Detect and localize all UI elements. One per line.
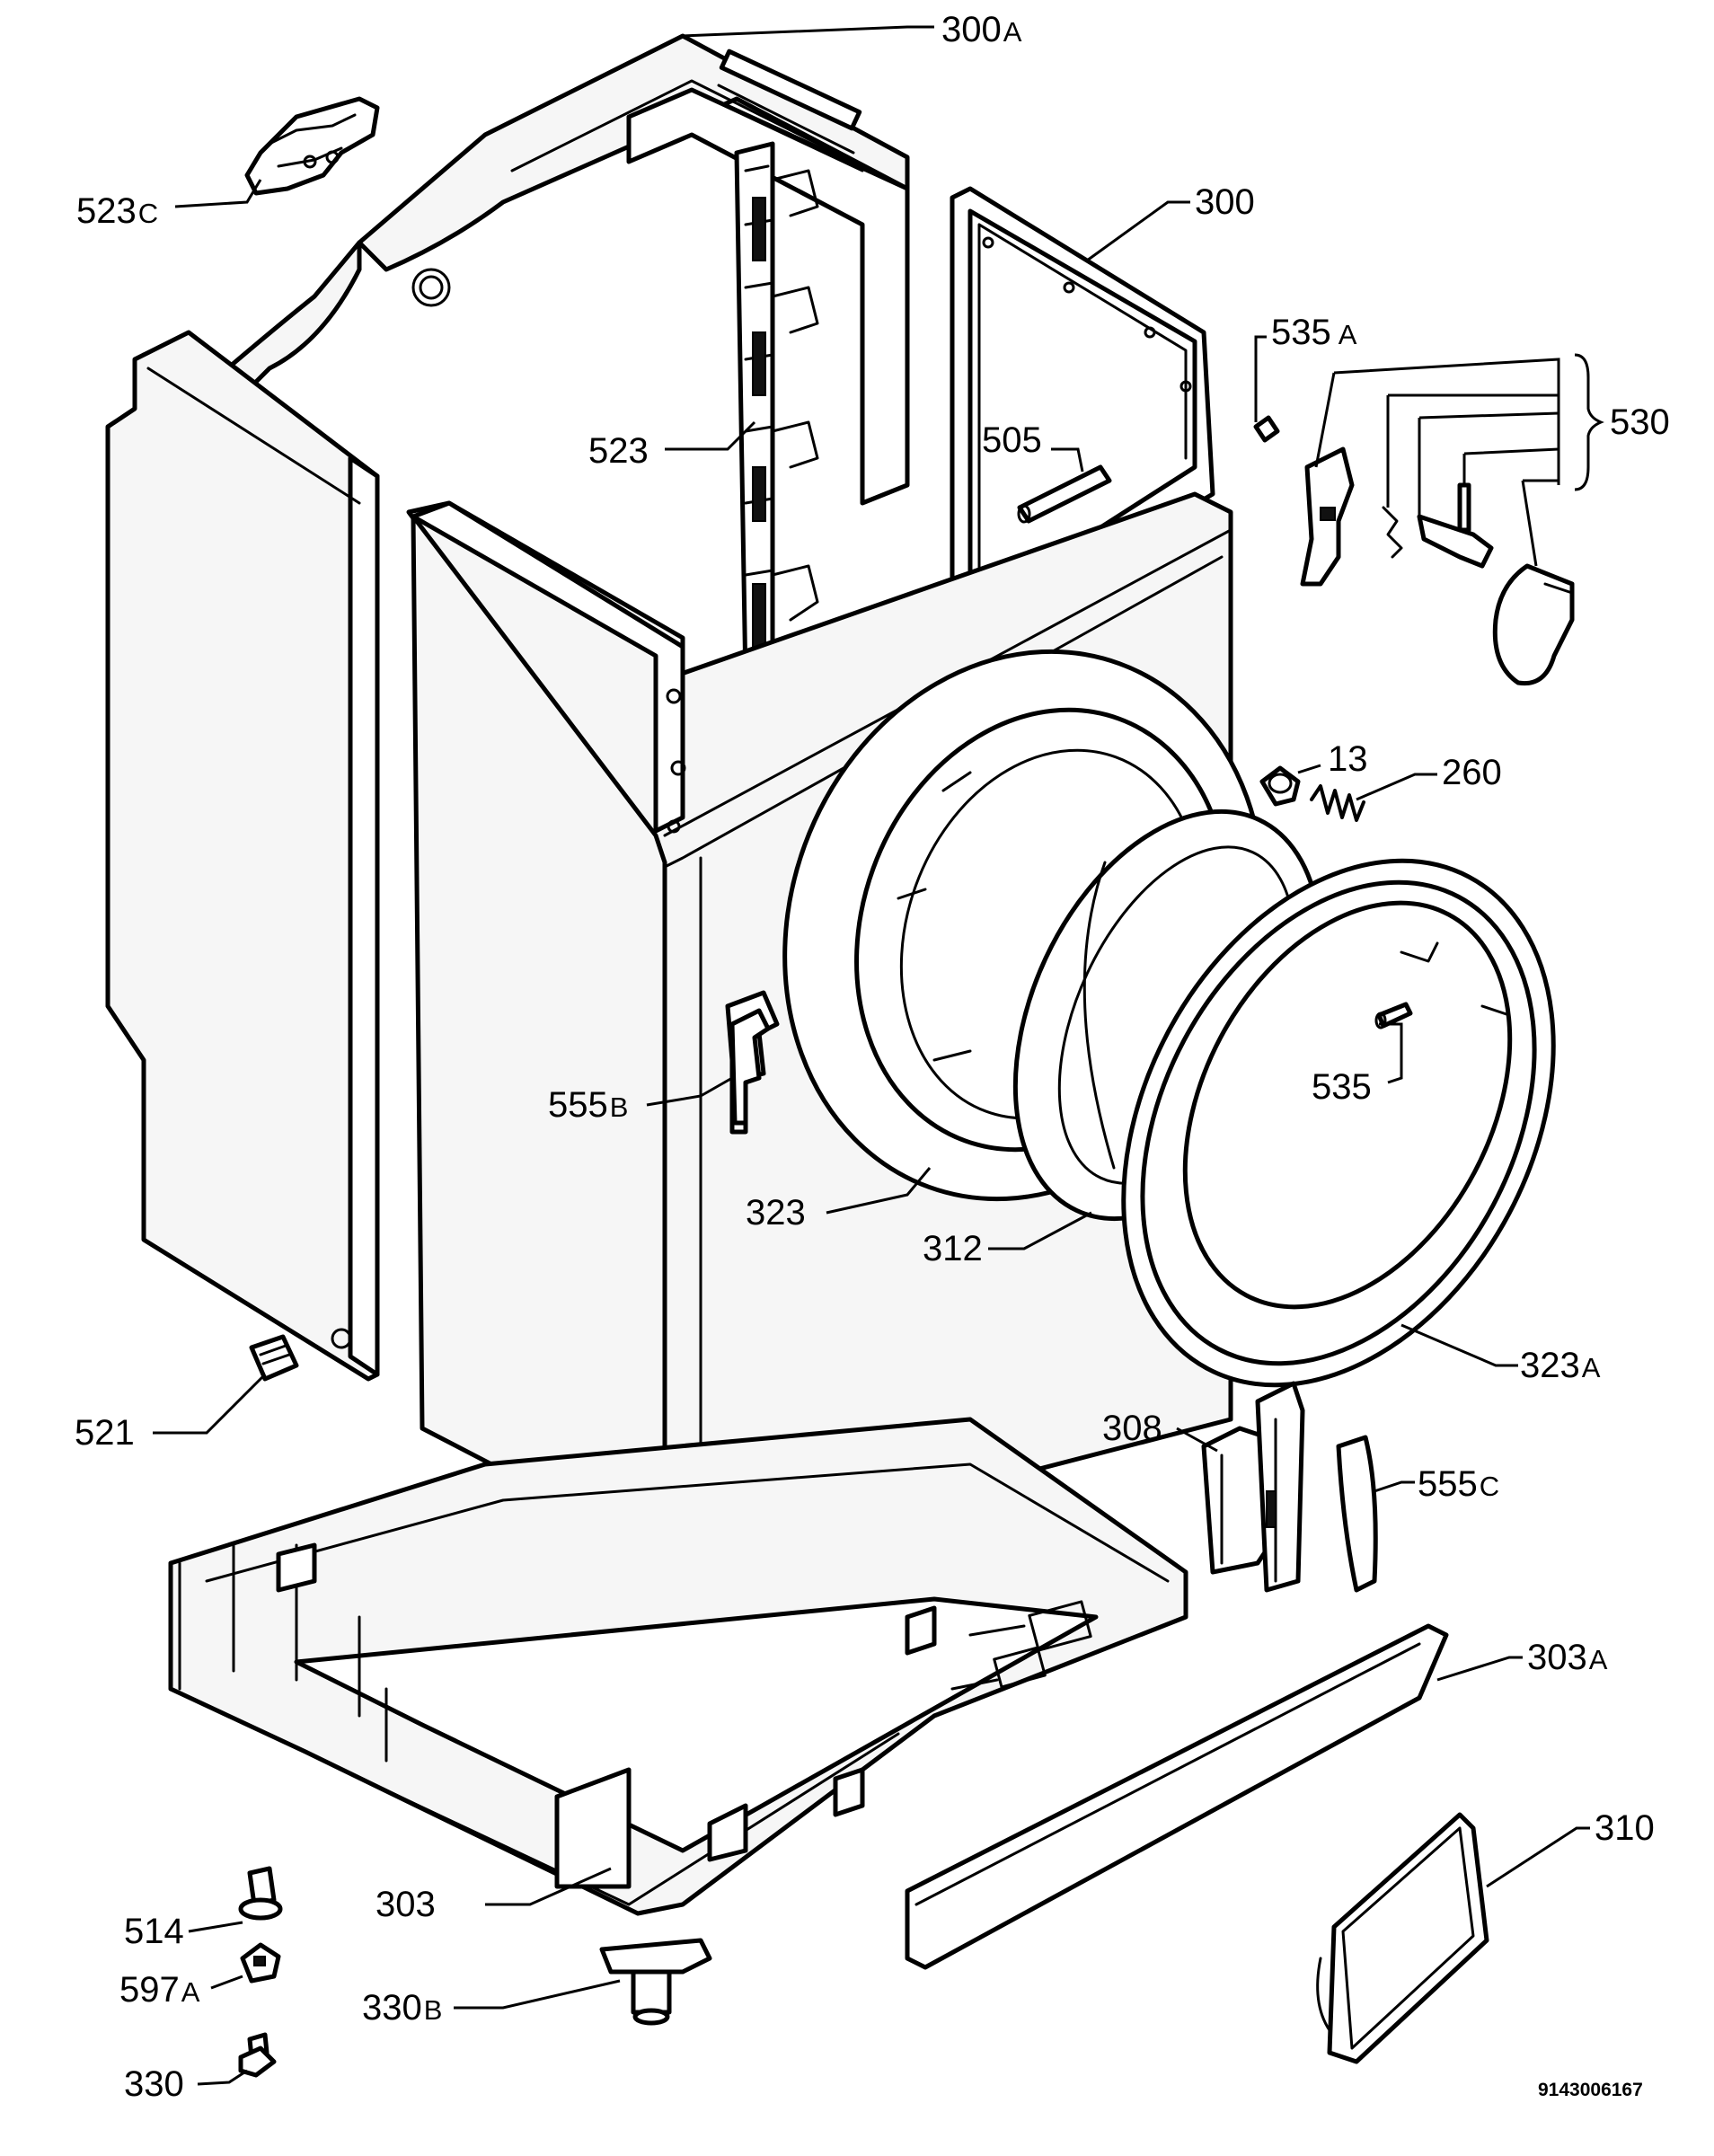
part-514-screw (238, 1866, 283, 1921)
label-323: 323 (746, 1193, 806, 1233)
part-523-rail (734, 141, 819, 685)
part-597a-nut (240, 1942, 281, 1984)
label-555b-suffix: B (610, 1091, 629, 1123)
part-330-screw (238, 2032, 277, 2078)
part-side-panel-left (105, 330, 380, 1382)
label-300-number: 300 (1195, 182, 1255, 222)
label-312: 312 (923, 1229, 983, 1268)
label-310-number: 310 (1595, 1808, 1655, 1848)
label-303a-number: 303 (1527, 1638, 1587, 1677)
label-535: 535 (1312, 1067, 1372, 1107)
part-555c-cover (1336, 1435, 1378, 1593)
part-303-base (168, 1417, 1188, 1916)
label-312-number: 312 (923, 1229, 983, 1268)
label-535-number: 535 (1312, 1067, 1372, 1107)
part-555b-catch (729, 1008, 771, 1126)
label-505: 505 (982, 420, 1042, 460)
label-330b-number: 330 (362, 1988, 422, 2028)
label-535a: 535 A (1271, 313, 1357, 352)
part-303a-kick-plate (905, 1623, 1449, 1970)
label-555c-suffix: C (1480, 1471, 1499, 1502)
label-330: 330 (124, 2064, 184, 2104)
label-303a: 303A (1527, 1638, 1608, 1677)
label-13: 13 (1328, 739, 1368, 779)
label-521-number: 521 (75, 1413, 135, 1453)
label-303-number: 303 (375, 1885, 436, 1924)
label-530: 530 (1610, 402, 1670, 442)
leader-lines (153, 25, 1604, 2086)
label-303a-suffix: A (1589, 1644, 1608, 1675)
label-300a-suffix: A (1003, 16, 1022, 48)
label-260: 260 (1442, 753, 1502, 792)
label-308-number: 308 (1102, 1409, 1162, 1448)
part-260-spring (1310, 784, 1365, 822)
part-505-pin (1017, 464, 1112, 524)
label-530-number: 530 (1610, 402, 1670, 442)
part-530-latch-assembly (1253, 415, 1575, 686)
label-323-number: 323 (746, 1193, 806, 1233)
label-555c: 555C (1418, 1464, 1499, 1504)
label-523c-number: 523 (76, 191, 137, 231)
label-505-number: 505 (982, 420, 1042, 460)
label-323a-number: 323 (1520, 1346, 1580, 1385)
label-330b: 330B (362, 1988, 442, 2028)
label-303: 303 (375, 1885, 436, 1924)
label-13-number: 13 (1328, 739, 1368, 779)
label-300a: 300A (941, 10, 1022, 49)
part-523c-clip (244, 96, 380, 196)
part-330b-foot (599, 1938, 712, 2026)
part-310-service-flap (1316, 1812, 1489, 2064)
part-13-bushing (1259, 765, 1301, 807)
label-597a: 597A (119, 1970, 200, 2010)
label-323a: 323A (1520, 1346, 1601, 1385)
label-300a-number: 300 (941, 10, 1002, 49)
label-310: 310 (1595, 1808, 1655, 1848)
label-523-number: 523 (588, 431, 649, 471)
label-555b-number: 555 (548, 1085, 608, 1125)
part-521-screw (249, 1334, 299, 1382)
label-523c: 523C (76, 191, 158, 231)
label-330-number: 330 (124, 2064, 184, 2104)
label-555b: 555B (548, 1085, 628, 1125)
label-323a-suffix: A (1582, 1352, 1601, 1383)
label-521: 521 (75, 1413, 135, 1453)
label-330b-suffix: B (424, 1994, 443, 2026)
label-308: 308 (1102, 1409, 1162, 1448)
label-300: 300 (1195, 182, 1255, 222)
label-523c-suffix: C (138, 198, 158, 229)
label-597a-suffix: A (181, 1976, 200, 2008)
label-514: 514 (124, 1912, 184, 1951)
label-555c-number: 555 (1418, 1464, 1478, 1504)
document-number: 9143006167 (1538, 2080, 1643, 2100)
label-523: 523 (588, 431, 649, 471)
label-597a-number: 597 (119, 1970, 180, 2010)
label-514-number: 514 (124, 1912, 184, 1951)
label-535a-suffix: A (1339, 319, 1357, 350)
part-323a-door (1121, 858, 1556, 1388)
label-535a-number: 535 (1271, 313, 1331, 352)
part-308-door-lock (1201, 1381, 1305, 1593)
label-260-number: 260 (1442, 753, 1502, 792)
